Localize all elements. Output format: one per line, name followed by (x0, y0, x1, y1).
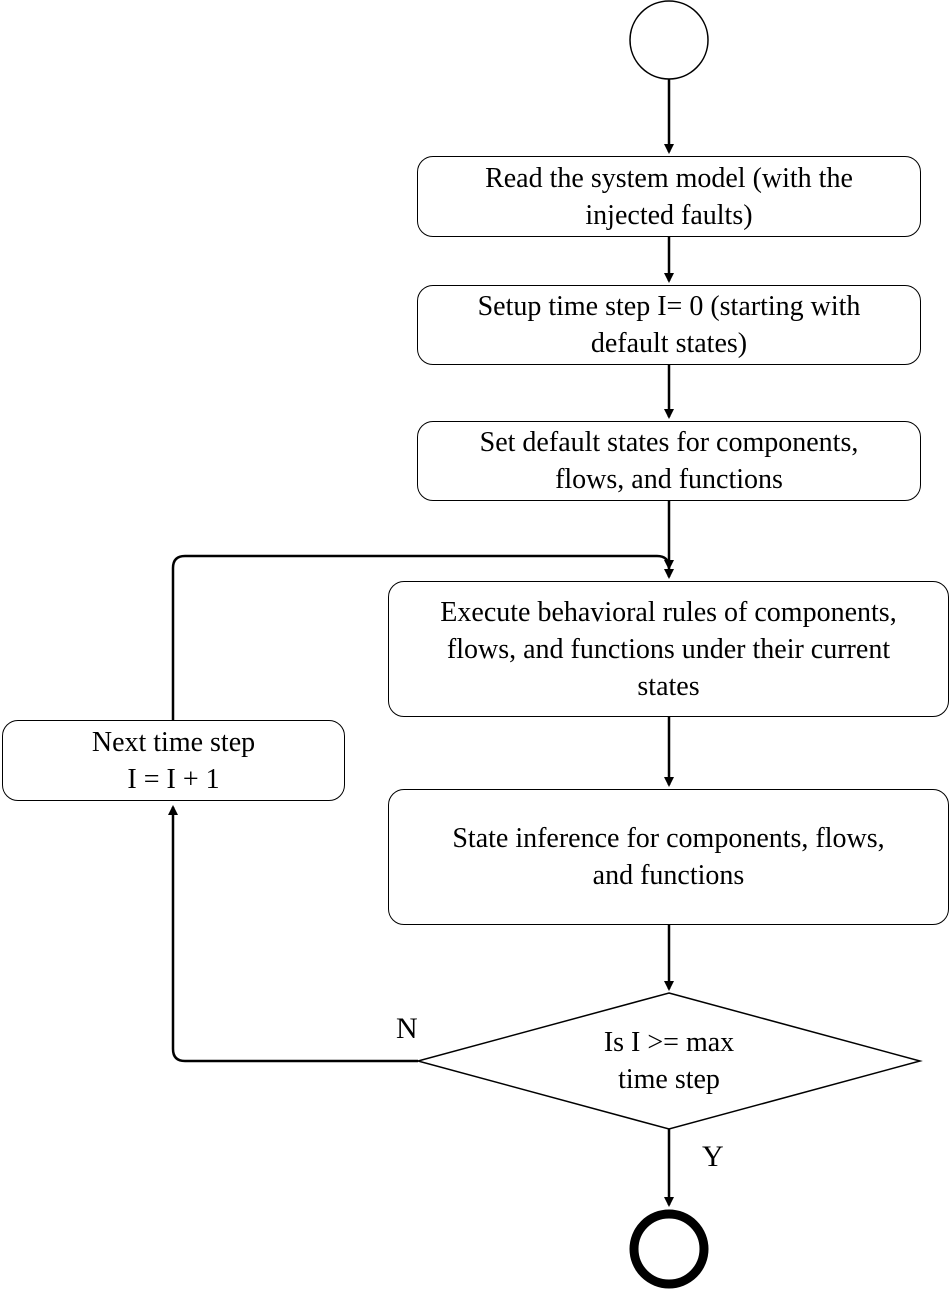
end-node (629, 1209, 709, 1289)
execute-rules-text: Execute behavioral rules of components, … (440, 596, 897, 702)
set-defaults-box: Set default states for components, flows… (417, 421, 921, 501)
setup-step-box: Setup time step I= 0 (starting with defa… (417, 285, 921, 365)
arrow-decision-no-to-next-step (168, 805, 418, 1063)
read-model-text: Read the system model (with the injected… (485, 162, 853, 231)
state-inference-text: State inference for components, flows, a… (452, 823, 885, 891)
execute-rules-box: Execute behavioral rules of components, … (388, 581, 949, 717)
decision-diamond (415, 992, 923, 1130)
decision-text: Is I >= max time step (603, 1027, 735, 1095)
yes-branch-label: Y (702, 1140, 724, 1173)
arrow-next-step-to-execute (171, 554, 674, 720)
read-model-box: Read the system model (with the injected… (417, 156, 921, 237)
setup-step-text: Setup time step I= 0 (starting with defa… (477, 291, 861, 359)
next-step-box: Next time step I = I + 1 (2, 720, 345, 801)
set-defaults-text: Set default states for components, flows… (479, 427, 859, 495)
next-step-text: Next time step I = I + 1 (91, 726, 256, 795)
state-inference-box: State inference for components, flows, a… (388, 789, 949, 925)
no-branch-label: N (396, 1012, 418, 1045)
start-node (629, 0, 709, 80)
